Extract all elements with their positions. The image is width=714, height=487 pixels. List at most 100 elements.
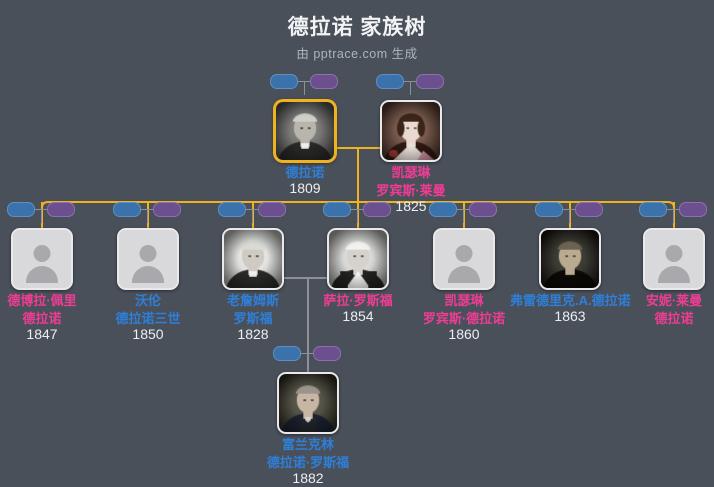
avatar-silhouette-icon <box>435 230 493 288</box>
node-badges <box>270 74 340 96</box>
person-purple-pill-icon[interactable] <box>469 202 497 217</box>
avatar-silhouette-icon <box>119 230 177 288</box>
badge-stem <box>463 209 464 223</box>
person-blue-pill-icon[interactable] <box>273 346 301 361</box>
person-birth-year: 1850 <box>132 326 164 342</box>
person-name: 德拉诺·罗斯福 <box>266 455 350 470</box>
badge-stem <box>307 353 308 367</box>
person-photo-wrap <box>433 228 495 290</box>
person-name: 德拉诺 <box>654 311 694 326</box>
person-purple-pill-icon[interactable] <box>313 346 341 361</box>
person-photo-wrap <box>117 228 179 290</box>
avatar-placeholder-icon[interactable] <box>117 228 179 290</box>
person-blue-pill-icon[interactable] <box>270 74 298 89</box>
badge-stem <box>147 209 148 223</box>
person-name: 沃伦 <box>134 293 161 308</box>
person-purple-pill-icon[interactable] <box>258 202 286 217</box>
person-photo-wrap <box>277 372 339 434</box>
person-purple-pill-icon[interactable] <box>310 74 338 89</box>
person-birth-year: 1854 <box>342 308 374 324</box>
person-purple-pill-icon[interactable] <box>153 202 181 217</box>
person-blue-pill-icon[interactable] <box>7 202 35 217</box>
page-subtitle: 由 pptrace.com 生成 <box>296 47 418 61</box>
person-blue-pill-icon[interactable] <box>323 202 351 217</box>
person-purple-pill-icon[interactable] <box>416 74 444 89</box>
person-birth-year: 1809 <box>289 180 321 196</box>
person-portrait[interactable] <box>380 100 442 162</box>
person-blue-pill-icon[interactable] <box>639 202 667 217</box>
node-badges <box>323 202 393 224</box>
person-photo-wrap <box>327 228 389 290</box>
node-badges <box>273 346 343 368</box>
node-badges <box>376 74 446 96</box>
person-photo-wrap <box>643 228 705 290</box>
person-photo-wrap <box>539 228 601 290</box>
person-name: 罗斯福 <box>233 311 273 326</box>
person-portrait[interactable] <box>222 228 284 290</box>
person-birth-year: 1863 <box>554 308 586 324</box>
person-birth-year: 1825 <box>395 198 427 214</box>
person-purple-pill-icon[interactable] <box>47 202 75 217</box>
avatar-placeholder-icon[interactable] <box>433 228 495 290</box>
avatar-placeholder-icon[interactable] <box>643 228 705 290</box>
person-name: 弗雷德里克.A.德拉诺 <box>510 293 631 308</box>
person-blue-pill-icon[interactable] <box>218 202 246 217</box>
person-name: 萨拉·罗斯福 <box>323 293 393 308</box>
node-badges <box>639 202 709 224</box>
person-blue-pill-icon[interactable] <box>376 74 404 89</box>
person-birth-year: 1860 <box>448 326 480 342</box>
person-name: 罗宾斯·莱曼 <box>376 183 446 198</box>
avatar-silhouette-icon <box>13 230 71 288</box>
badge-stem <box>41 209 42 223</box>
node-badges <box>218 202 288 224</box>
person-birth-year: 1882 <box>292 470 324 486</box>
person-blue-pill-icon[interactable] <box>535 202 563 217</box>
page-title: 德拉诺 家族树 <box>287 16 427 39</box>
person-name: 凯瑟琳 <box>444 293 484 308</box>
node-badges <box>113 202 183 224</box>
badge-stem <box>569 209 570 223</box>
avatar-placeholder-icon[interactable] <box>11 228 73 290</box>
person-name: 富兰克林 <box>281 437 334 452</box>
person-photo-wrap <box>274 100 336 162</box>
person-name: 老詹姆斯 <box>226 293 279 308</box>
node-badges <box>535 202 605 224</box>
person-birth-year: 1847 <box>26 326 58 342</box>
person-purple-pill-icon[interactable] <box>363 202 391 217</box>
person-portrait[interactable] <box>327 228 389 290</box>
person-photo-wrap <box>380 100 442 162</box>
chart-header: 德拉诺 家族树 由 pptrace.com 生成 <box>0 0 714 64</box>
person-blue-pill-icon[interactable] <box>113 202 141 217</box>
person-purple-pill-icon[interactable] <box>679 202 707 217</box>
badge-stem <box>252 209 253 223</box>
person-name: 凯瑟琳 <box>391 165 431 180</box>
person-portrait[interactable] <box>539 228 601 290</box>
person-purple-pill-icon[interactable] <box>575 202 603 217</box>
person-birth-year: 1828 <box>237 326 269 342</box>
person-name: 德博拉·佩里 <box>7 293 77 308</box>
person-portrait[interactable] <box>277 372 339 434</box>
person-name: 安妮·莱曼 <box>645 293 703 308</box>
person-photo-wrap <box>222 228 284 290</box>
badge-stem <box>304 81 305 95</box>
person-node-annie-lyman-delano[interactable]: 安妮·莱曼德拉诺 <box>614 202 714 326</box>
badge-stem <box>357 209 358 223</box>
person-name: 罗宾斯·德拉诺 <box>422 311 506 326</box>
person-name: 德拉诺 <box>285 165 325 180</box>
person-portrait[interactable] <box>274 100 336 162</box>
person-photo-wrap <box>11 228 73 290</box>
node-badges <box>7 202 77 224</box>
person-name: 德拉诺三世 <box>115 311 181 326</box>
avatar-silhouette-icon <box>645 230 703 288</box>
person-name: 德拉诺 <box>22 311 62 326</box>
person-blue-pill-icon[interactable] <box>429 202 457 217</box>
